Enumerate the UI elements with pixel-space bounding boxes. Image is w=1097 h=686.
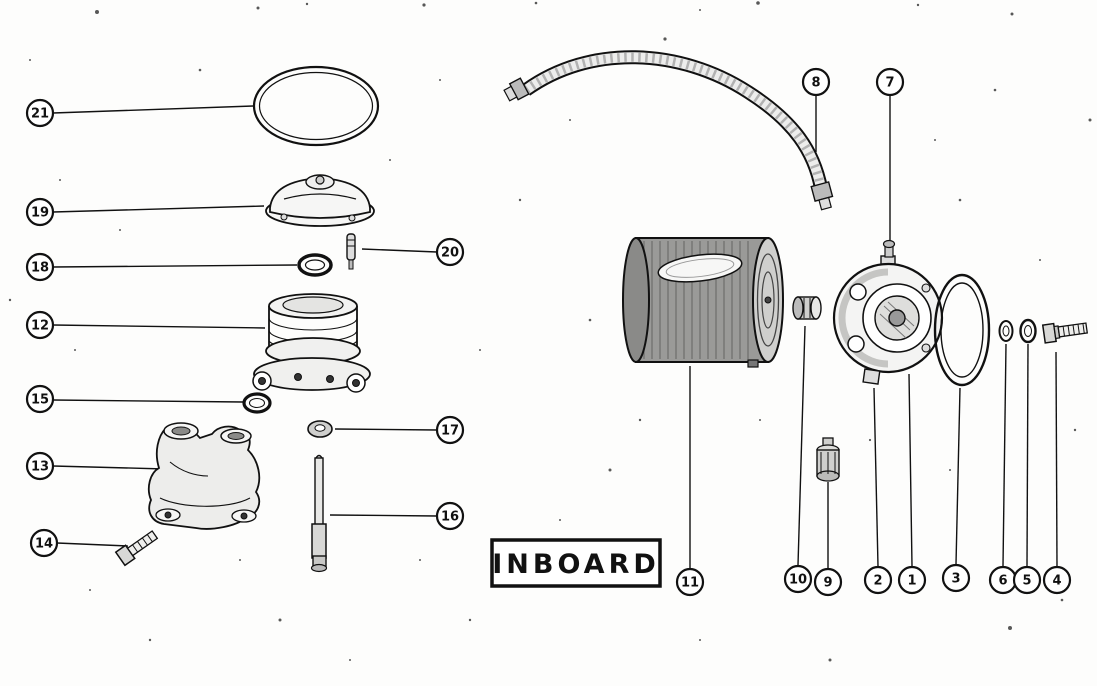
callout-11: 11	[675, 567, 705, 597]
callout-16-num: 16	[441, 510, 459, 525]
callout-12: 12	[25, 310, 55, 340]
elbow-fitting	[816, 437, 840, 482]
lock-washer	[1019, 318, 1037, 344]
gasket	[933, 273, 991, 387]
callout-6: 6	[988, 565, 1018, 595]
callout-19: 19	[25, 197, 55, 227]
o-ring-large	[252, 65, 380, 147]
callout-14-num: 14	[35, 537, 53, 552]
speckle-noise	[8, 1, 1092, 662]
callout-9: 9	[813, 567, 843, 597]
callout-21: 21	[25, 98, 55, 128]
flat-washer	[998, 320, 1014, 342]
hex-bolt-small	[114, 530, 159, 567]
callout-6-num: 6	[998, 574, 1007, 589]
callout-5-num: 5	[1022, 574, 1031, 589]
callout-15: 15	[25, 384, 55, 414]
pump-body	[252, 293, 371, 393]
callout-20-num: 20	[441, 246, 459, 261]
callout-13: 13	[25, 451, 55, 481]
cover-bottom-tab	[862, 368, 881, 385]
callout-19-num: 19	[31, 206, 49, 221]
callout-1-num: 1	[907, 574, 916, 589]
callout-8: 8	[801, 67, 831, 97]
callout-13-num: 13	[31, 460, 49, 475]
inboard-label-box: INBOARD	[490, 538, 662, 588]
callout-17: 17	[435, 415, 465, 445]
callout-3: 3	[941, 563, 971, 593]
fuel-hose	[503, 50, 834, 211]
callout-16: 16	[435, 501, 465, 531]
callout-21-num: 21	[31, 107, 49, 122]
callout-9-num: 9	[823, 576, 832, 591]
callout-14: 14	[29, 528, 59, 558]
callout-4-num: 4	[1052, 574, 1061, 589]
mounting-bracket	[147, 422, 261, 530]
callout-18-num: 18	[31, 261, 49, 276]
callouts: 21 19 18 20 12 15 17 13	[25, 67, 1072, 597]
callout-8-num: 8	[811, 76, 820, 91]
callout-10-num: 10	[789, 573, 807, 588]
washer	[307, 420, 333, 438]
callout-12-num: 12	[31, 319, 49, 334]
leader-lines	[52, 96, 1058, 568]
hex-bolt	[1041, 322, 1089, 344]
callout-17-num: 17	[441, 424, 459, 439]
callout-2: 2	[863, 565, 893, 595]
o-ring-small	[297, 253, 333, 277]
pump-cover	[832, 239, 944, 385]
stud-bolt-long	[310, 454, 328, 573]
callout-4: 4	[1042, 565, 1072, 595]
hose-end-fitting-left	[503, 77, 530, 102]
callout-1: 1	[897, 565, 927, 595]
inboard-label: INBOARD	[492, 549, 660, 580]
fuel-filter-canister	[622, 237, 784, 368]
callout-18: 18	[25, 252, 55, 282]
callout-2-num: 2	[873, 574, 882, 589]
cover-top-bolt	[882, 239, 896, 258]
pump-cap	[265, 174, 375, 227]
callout-5: 5	[1012, 565, 1042, 595]
callout-11-num: 11	[681, 576, 699, 591]
check-valve-pin	[346, 233, 356, 270]
callout-10: 10	[783, 564, 813, 594]
callout-7: 7	[875, 67, 905, 97]
inlet-plug-fitting	[792, 296, 822, 320]
callout-3-num: 3	[951, 572, 960, 587]
o-ring-seal	[242, 392, 272, 414]
callout-7-num: 7	[885, 76, 894, 91]
canister-label-oval	[657, 253, 743, 283]
callout-15-num: 15	[31, 393, 49, 408]
hose-end-fitting-right	[810, 181, 834, 211]
callout-20: 20	[435, 237, 465, 267]
